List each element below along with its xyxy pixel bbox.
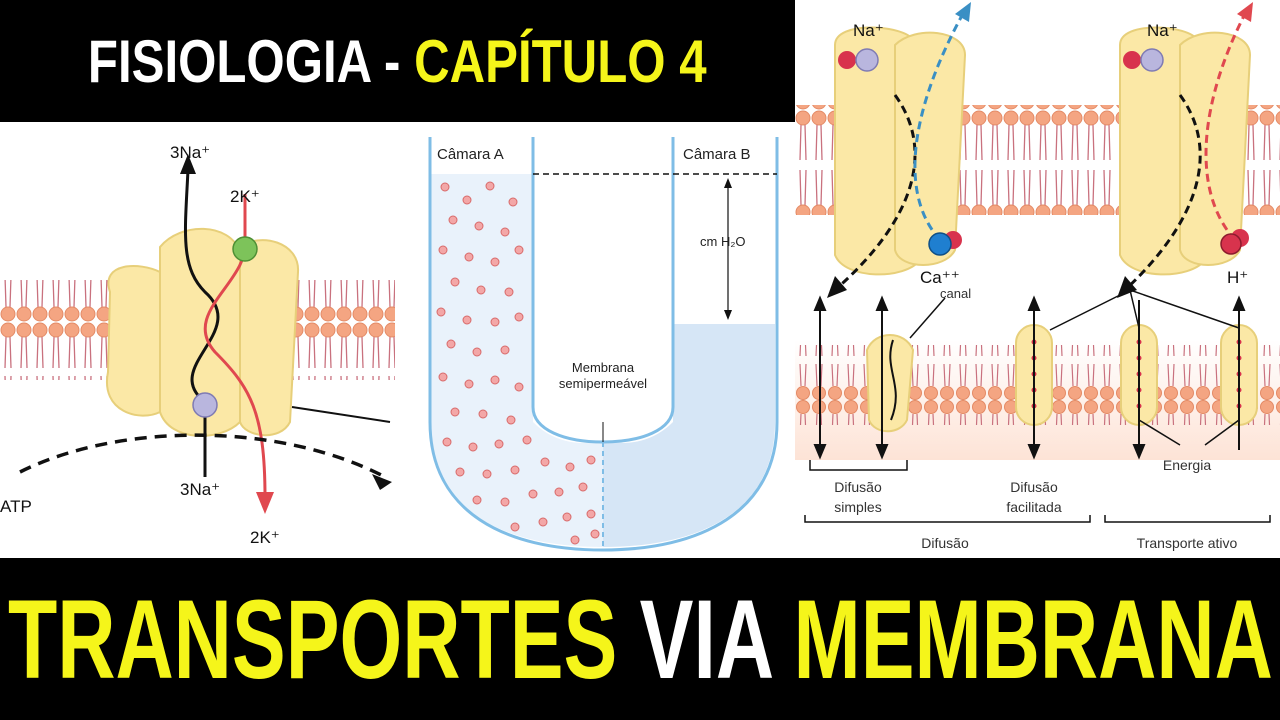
label-na-bottom: 3Na⁺ [180,480,220,499]
title-via: VIA [639,576,794,702]
title-membrana: MEMBRANA [793,576,1273,702]
label-chamber-a: Câmara A [437,146,504,163]
label-chamber-b: Câmara B [683,146,751,163]
solute-particles [436,181,600,545]
height-arrow-top [724,178,732,188]
na-site-left [838,51,856,69]
bottom-title-banner: TRANSPORTES VIA MEMBRANA [0,558,1280,720]
k-ion [232,236,258,262]
tube-outer [428,137,779,552]
top-title-banner: FISIOLOGIA - CAPÍTULO 4 [0,0,795,122]
ca-arrow [955,2,971,22]
bottom-title: TRANSPORTES VIA MEMBRANA [8,575,1273,704]
pointer-lines [804,289,1271,523]
exchanger-right-b [1179,31,1252,266]
atp-arrow [372,474,392,490]
na-arrow-up [180,154,196,174]
label-canal: canal [940,286,971,301]
exchanger-left-b [894,31,967,266]
height-arrow-bottom [724,310,732,320]
tube-inner [531,137,675,444]
label-membrane-1: Membrana [572,360,635,375]
na-path-right [1123,94,1202,292]
transport-diagram: Na⁺ Ca⁺⁺ Na⁺ H⁺ canal Difusão simples Di… [795,0,1280,558]
na-ion-right [1140,48,1164,72]
pump-diagram: 3Na⁺ 2K⁺ 3Na⁺ 2K⁺ ATP [0,122,415,558]
label-active: Transporte ativo [1137,535,1238,551]
flux-arrows [813,295,1246,460]
title-capitulo: CAPÍTULO 4 [414,27,707,95]
label-height: cm H₂O [700,234,746,249]
k-path [203,194,267,498]
top-title: FISIOLOGIA - CAPÍTULO 4 [88,27,707,96]
label-diffusion: Difusão [921,535,969,551]
label-k-top: 2K⁺ [230,187,260,206]
na-path [184,169,220,477]
title-transportes: TRANSPORTES [7,576,640,702]
na-ion [192,392,218,418]
channel-protein [865,334,915,433]
label-facilitated-1: Difusão [1010,479,1058,495]
h-path [1204,9,1249,242]
label-na-right: Na⁺ [1147,21,1178,40]
label-h: H⁺ [1227,268,1248,287]
label-atp: ATP [0,497,32,516]
na-arrow-right [1117,276,1137,298]
atp-arc [19,433,386,479]
label-membrane-2: semipermeável [559,376,647,391]
label-simple-1: Difusão [834,479,882,495]
label-ca: Ca⁺⁺ [920,268,960,287]
channel-line [889,339,897,421]
h-ion [1220,233,1242,255]
label-na-left: Na⁺ [853,21,884,40]
na-arrow-left [827,276,847,298]
h-arrow [1237,2,1253,22]
pointer-line [291,406,391,423]
label-k-bottom: 2K⁺ [250,528,280,547]
label-energy: Energia [1163,457,1211,473]
label-facilitated-2: facilitada [1006,499,1061,515]
label-simple-2: simples [834,499,881,515]
pump-protein [105,227,300,437]
ca-path [913,9,967,242]
na-path-left [834,94,917,292]
na-site-right [1123,51,1141,69]
na-ion-left [855,48,879,72]
ca-ion [928,232,952,256]
osmosis-diagram: Câmara A Câmara B cm H₂O Membrana semipe… [415,122,795,558]
k-arrow-down [256,492,274,514]
title-fisiologia: FISIOLOGIA - [88,27,415,95]
label-na-top: 3Na⁺ [170,143,210,162]
